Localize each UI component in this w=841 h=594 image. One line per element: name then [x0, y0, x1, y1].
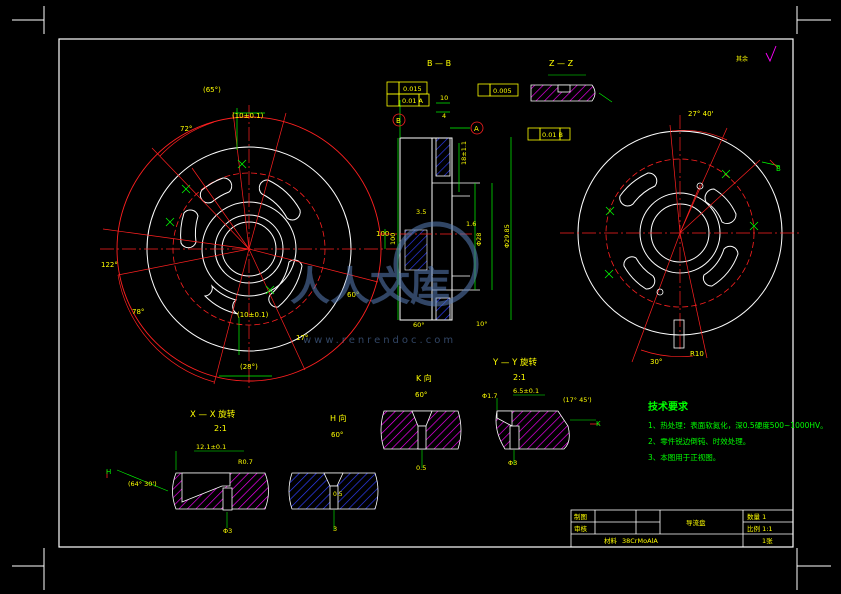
tol-parallel: 0.01 A — [402, 97, 424, 105]
crop-marks — [12, 6, 831, 590]
dim-xx-r: R0.7 — [238, 458, 253, 466]
dim-right-30: 30° — [650, 358, 662, 366]
dim-left-bottom-radial: (10±0.1) — [237, 311, 269, 319]
tech-req-item-2: 2、零件锐边倒钝、时效处理。 — [648, 436, 750, 446]
section-xx-scale: 2:1 — [214, 424, 227, 433]
view-k: K 向 60° 0.5 — [380, 373, 462, 472]
view-h-title: H 向 — [330, 413, 347, 423]
dim-left-60: 60° — [347, 291, 359, 299]
dim-right-r: R10 — [690, 350, 704, 358]
dim-left-radial: (10±0.1) — [232, 112, 264, 120]
tech-req-item-1: 1、热处理：表面软氮化，深0.5硬度500~1000HV。 — [648, 420, 828, 430]
dim-xx-bottom: Φ3 — [223, 527, 232, 535]
dim-center-phi2: Φ28 — [475, 233, 483, 246]
tb-drawn: 制图 — [574, 512, 587, 521]
tech-req-item-3: 3、本图用于正视图。 — [648, 452, 720, 462]
section-yy: Y — Y 旋转 2:1 6.5±0.1 Φ1.7 (17° 45') Φ3 — [482, 357, 596, 467]
technical-requirements: 技术要求 1、热处理：表面软氮化，深0.5硬度500~1000HV。 2、零件锐… — [648, 400, 828, 462]
roughness-symbol — [765, 45, 777, 63]
watermark-text: 人人文库 — [290, 264, 450, 310]
tol-flatness-2: 0.005 — [493, 87, 512, 95]
tb-check: 审核 — [574, 524, 588, 533]
dim-center-dia: 100 — [389, 233, 397, 245]
watermark: 人人文库 www.renrendoc.com — [290, 221, 479, 346]
dim-center-35: 3.5 — [416, 208, 426, 216]
right-view-dimensions: 27° 40' 30° R10 — [650, 110, 714, 366]
tb-material-label: 材料 — [604, 536, 618, 545]
tech-req-title: 技术要求 — [648, 400, 689, 413]
tb-part-name: 导流盘 — [686, 518, 706, 527]
dim-left-17: 17° — [296, 334, 308, 342]
dim-k-dim: 0.5 — [416, 464, 426, 472]
dim-center-bottom-10: 10° — [476, 320, 488, 328]
tb-sheet: 1张 — [762, 536, 773, 545]
dim-h-dim: 0.5 — [333, 491, 343, 498]
dim-left-72: 72° — [180, 125, 192, 133]
tol-runout: 0.01 B — [542, 131, 563, 139]
dim-xx: 12.1±0.1 — [196, 443, 226, 451]
dim-yy-bottom: Φ3 — [508, 459, 517, 467]
dim-center-phi: Φ29.85 — [503, 224, 511, 248]
section-bb-title: B — B — [427, 59, 451, 68]
tb-scale: 比例 1:1 — [747, 524, 773, 533]
dim-left-78: 78° — [132, 308, 144, 316]
svg-text:B: B — [776, 165, 781, 173]
dim-h-bottom: 3 — [333, 525, 337, 533]
section-yy-title: Y — Y 旋转 — [492, 357, 537, 368]
svg-text:K: K — [596, 420, 601, 428]
dim-center-4: 4 — [442, 112, 446, 120]
section-xx: X — X 旋转 2:1 12.1±0.1 (64° 30') R0.7 Φ3 — [116, 409, 269, 535]
center-section-bb: B — B 0.015 0.01 A 0.0 — [380, 59, 571, 329]
dim-center-10: 10 — [440, 94, 448, 102]
tb-material: 38CrMoAlA — [622, 537, 658, 545]
dim-k-angle: 60° — [415, 391, 427, 399]
dim-center-16: 1.6 — [466, 220, 476, 228]
dim-left-122: 122° — [101, 261, 118, 269]
section-arrows — [106, 159, 779, 478]
view-k-title: K 向 — [416, 373, 432, 383]
dim-center-bottom-60: 60° — [413, 321, 425, 329]
section-zz-title: Z — Z — [549, 59, 574, 68]
view-h: H 向 60° 0.5 3 — [288, 413, 379, 533]
dim-left-bottom-arc: (28°) — [240, 363, 258, 371]
left-front-view — [100, 105, 400, 390]
left-view-dimensions: (65°) (10±0.1) 72° 122° 78° 60° 17° (10±… — [101, 86, 389, 371]
datum-a: A — [474, 125, 479, 133]
dim-h-angle: 60° — [331, 431, 343, 439]
dim-yy-top: 6.5±0.1 — [513, 387, 539, 395]
watermark-url: www.renrendoc.com — [303, 335, 456, 346]
svg-text:H: H — [106, 468, 111, 476]
dim-yy-angle: (17° 45') — [563, 396, 592, 404]
title-block: 制图 审核 导流盘 数量 1 比例 1:1 材料 38CrMoAlA 1张 — [570, 509, 794, 548]
right-rear-view — [560, 115, 800, 363]
datum-b: B — [396, 117, 401, 125]
surface-note: 其余 — [736, 55, 748, 63]
dim-right-27: 27° 40' — [688, 110, 714, 118]
dim-left-top-arc: (65°) — [203, 86, 221, 94]
section-yy-scale: 2:1 — [513, 373, 526, 382]
dim-center-height: 18±1.1 — [460, 141, 468, 165]
dim-yy-left: Φ1.7 — [482, 392, 497, 400]
dim-xx-angle: (64° 30') — [128, 480, 157, 488]
tol-flatness-1: 0.015 — [403, 85, 422, 93]
section-zz: Z — Z — [530, 59, 613, 103]
drawing-border — [58, 38, 794, 548]
section-xx-title: X — X 旋转 — [190, 409, 236, 420]
tb-qty: 数量 1 — [747, 512, 766, 521]
